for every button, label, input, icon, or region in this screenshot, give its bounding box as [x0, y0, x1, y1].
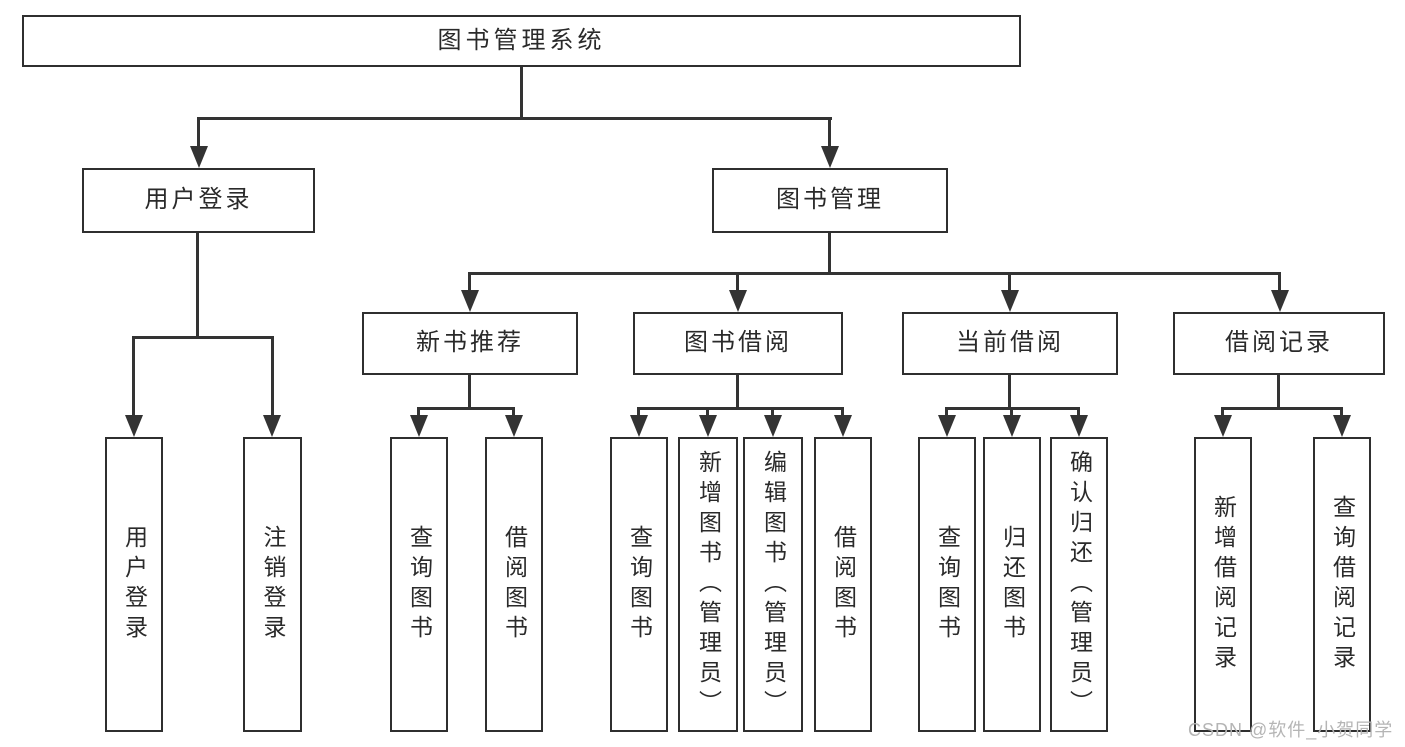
arrowhead-leaf-login	[125, 415, 143, 437]
leaf-user-login: 用户登录	[105, 437, 163, 732]
arrowhead-nb1	[410, 415, 428, 437]
connector-stub-current-borrow	[1008, 272, 1011, 292]
arrowhead-nb2	[505, 415, 523, 437]
connector-stub-bb2	[706, 407, 709, 418]
leaf-logout: 注销登录	[243, 437, 302, 732]
arrowhead-br1	[1214, 415, 1232, 437]
connector-current-borrow-drop	[1008, 375, 1011, 409]
connector-stub-nb1	[417, 407, 420, 418]
node-borrow-records: 借阅记录	[1173, 312, 1385, 375]
arrowhead-bb2	[699, 415, 717, 437]
leaf-borrow-records-add: 新增借阅记录	[1194, 437, 1252, 732]
leaf-current-borrow-query: 查询图书	[918, 437, 976, 732]
leaf-current-borrow-confirm: 确认归还（管理员）	[1050, 437, 1108, 732]
connector-new-books-drop	[468, 375, 471, 409]
connector-stub-br2	[1340, 407, 1343, 418]
connector-stub-bb4	[841, 407, 844, 418]
connector-current-borrow-rail	[946, 407, 1080, 410]
connector-book-borrow-rail	[638, 407, 844, 410]
connector-stub-cb1	[945, 407, 948, 418]
connector-user-login-rail	[132, 336, 274, 339]
connector-stub-nb2	[512, 407, 515, 418]
connector-borrow-records-rail	[1222, 407, 1343, 410]
node-root: 图书管理系统	[22, 15, 1021, 67]
arrowhead-current-borrow	[1001, 290, 1019, 312]
connector-new-books-rail	[418, 407, 515, 410]
leaf-new-books-query: 查询图书	[390, 437, 448, 732]
leaf-current-borrow-return: 归还图书	[983, 437, 1041, 732]
leaf-book-borrow-query: 查询图书	[610, 437, 668, 732]
connector-stub-cb3	[1077, 407, 1080, 418]
leaf-book-borrow-add: 新增图书（管理员）	[678, 437, 738, 732]
connector-borrow-records-drop	[1277, 375, 1280, 409]
connector-stub-bb3	[771, 407, 774, 418]
arrowhead-leaf-logout	[263, 415, 281, 437]
node-user-login: 用户登录	[82, 168, 315, 233]
connector-stub-bb1	[637, 407, 640, 418]
connector-level3-rail	[469, 272, 1281, 275]
leaf-book-borrow-borrow: 借阅图书	[814, 437, 872, 732]
connector-root-drop	[520, 67, 523, 118]
connector-book-borrow-drop	[736, 375, 739, 409]
connector-stub-book-mgmt	[828, 117, 831, 148]
arrowhead-bb4	[834, 415, 852, 437]
leaf-borrow-records-query: 查询借阅记录	[1313, 437, 1371, 732]
connector-stub-user-login	[197, 117, 200, 148]
connector-stub-borrow-records	[1278, 272, 1281, 292]
connector-stub-book-borrow	[736, 272, 739, 292]
connector-stub-leaf-logout	[271, 336, 274, 417]
arrowhead-bb3	[764, 415, 782, 437]
connector-book-mgmt-drop	[828, 233, 831, 275]
leaf-new-books-borrow: 借阅图书	[485, 437, 543, 732]
connector-stub-new-books	[468, 272, 471, 292]
connector-stub-br1	[1221, 407, 1224, 418]
node-current-borrow: 当前借阅	[902, 312, 1118, 375]
arrowhead-cb2	[1003, 415, 1021, 437]
arrowhead-book-borrow	[729, 290, 747, 312]
node-new-books: 新书推荐	[362, 312, 578, 375]
connector-stub-leaf-login	[132, 336, 135, 417]
arrowhead-cb3	[1070, 415, 1088, 437]
leaf-book-borrow-edit: 编辑图书（管理员）	[743, 437, 803, 732]
connector-user-login-drop	[196, 233, 199, 339]
arrowhead-user-login	[190, 146, 208, 168]
arrowhead-new-books	[461, 290, 479, 312]
node-book-borrow: 图书借阅	[633, 312, 843, 375]
arrowhead-cb1	[938, 415, 956, 437]
connector-stub-cb2	[1010, 407, 1013, 418]
node-book-mgmt: 图书管理	[712, 168, 948, 233]
connector-level2-rail	[197, 117, 832, 120]
arrowhead-borrow-records	[1271, 290, 1289, 312]
arrowhead-bb1	[630, 415, 648, 437]
arrowhead-book-mgmt	[821, 146, 839, 168]
watermark: CSDN @软件_小贺同学	[1188, 720, 1394, 740]
arrowhead-br2	[1333, 415, 1351, 437]
